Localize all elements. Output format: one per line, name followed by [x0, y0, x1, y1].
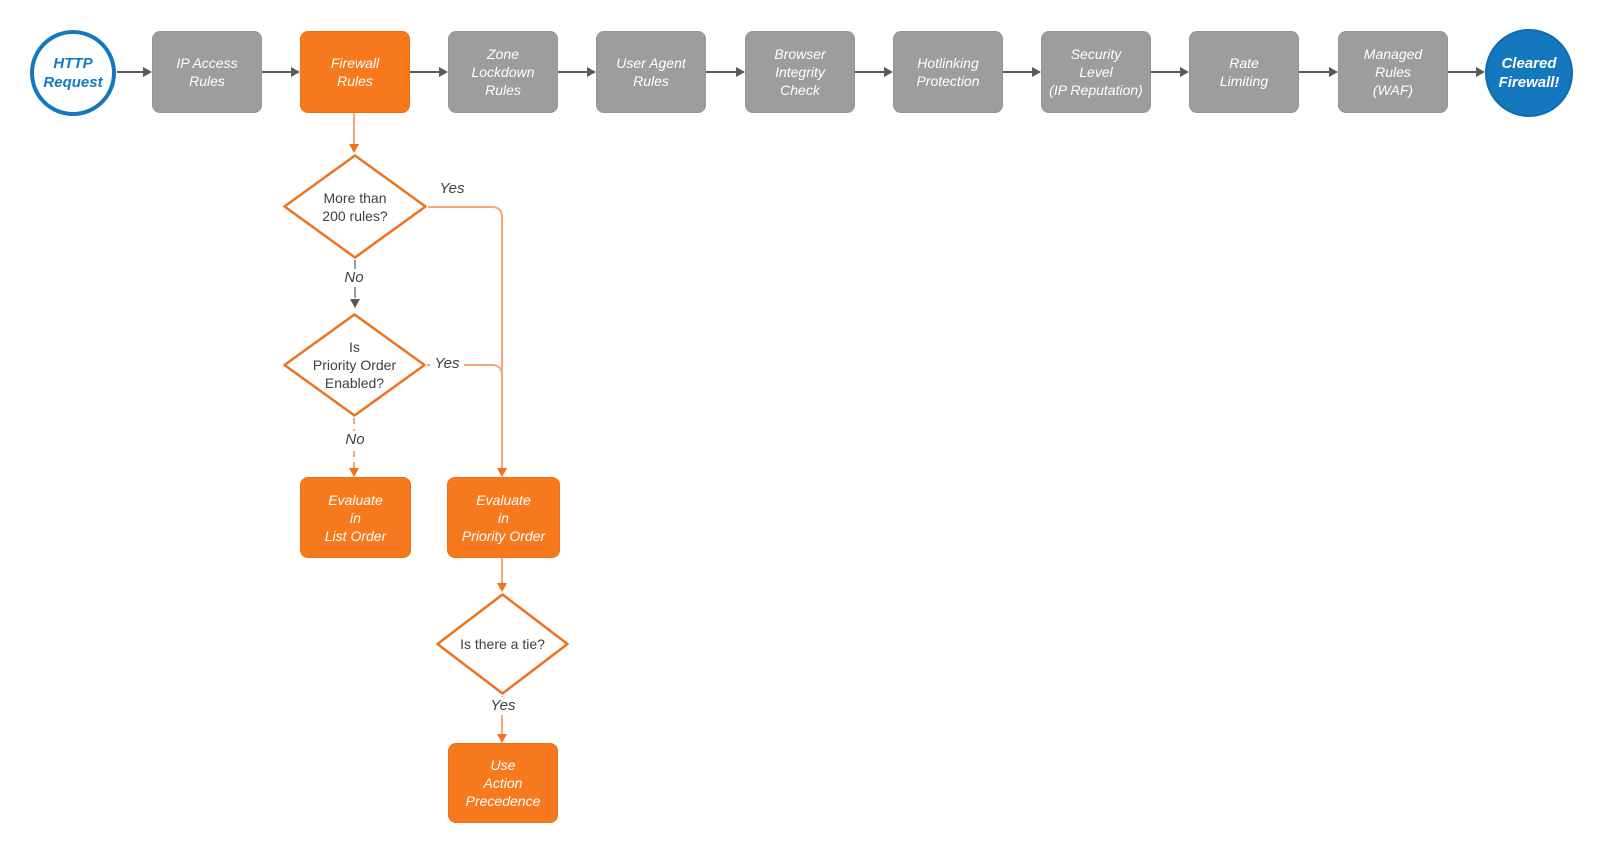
- node-evaluate-list-order-label: Evaluate in List Order: [324, 491, 387, 544]
- decision1-label: More than 200 rules?: [322, 189, 388, 224]
- node-firewall-rules-label: Firewall Rules: [330, 55, 380, 89]
- node-evaluate-priority-order: Evaluate in Priority Order: [447, 477, 560, 558]
- decision1-no-label: No: [338, 269, 370, 287]
- node-security-level-label: Security Level (IP Reputation): [1049, 46, 1143, 98]
- node-browser-integrity-check-label: Browser Integrity Check: [774, 46, 826, 98]
- decision2-label: Is Priority Order Enabled?: [312, 339, 397, 391]
- decision1-diamond: [283, 154, 427, 259]
- edge-yes-drop-to-priority: [501, 238, 503, 468]
- arrow-browser-to-hotlinking: [855, 67, 893, 77]
- node-hotlinking-protection-label: Hotlinking Protection: [916, 55, 980, 89]
- edge-priority-to-decision3: [501, 558, 503, 584]
- edge-decision3-yes: [501, 696, 503, 734]
- node-zone-lockdown-rules: Zone Lockdown Rules: [448, 31, 558, 113]
- node-ip-access-rules-label: IP Access Rules: [176, 55, 238, 89]
- arrowhead-priority-order: [497, 468, 507, 477]
- decision2-diamond: [283, 313, 426, 417]
- decision3-yes-label: Yes: [485, 697, 521, 715]
- node-user-agent-rules: User Agent Rules: [596, 31, 706, 113]
- node-hotlinking-protection: Hotlinking Protection: [893, 31, 1003, 113]
- node-evaluate-priority-order-label: Evaluate in Priority Order: [461, 491, 546, 544]
- node-http-request-label: HTTP Request: [43, 55, 103, 91]
- node-use-action-precedence: Use Action Precedence: [448, 743, 558, 823]
- node-evaluate-list-order: Evaluate in List Order: [300, 477, 411, 558]
- node-rate-limiting-label: Rate Limiting: [1219, 55, 1269, 89]
- node-use-action-precedence-label: Use Action Precedence: [465, 757, 541, 809]
- node-firewall-rules: Firewall Rules: [300, 31, 410, 113]
- edge-firewall-to-decision1: [353, 113, 355, 146]
- node-cleared-firewall: Cleared Firewall!: [1485, 29, 1573, 117]
- node-managed-rules-waf: Managed Rules (WAF): [1338, 31, 1448, 113]
- node-cleared-firewall-label: Cleared Firewall!: [1498, 55, 1560, 91]
- decision1-yes-label: Yes: [434, 180, 470, 198]
- arrow-firewall-to-zone: [410, 67, 448, 77]
- arrowhead-list-order: [349, 468, 359, 477]
- arrowhead-decision3: [497, 583, 507, 592]
- edge-decision1-yes-elbow: [428, 206, 503, 240]
- arrow-ip-access-to-firewall: [262, 67, 300, 77]
- arrow-hotlinking-to-security: [1003, 67, 1041, 77]
- node-zone-lockdown-rules-label: Zone Lockdown Rules: [471, 46, 535, 98]
- arrow-zone-to-user-agent: [558, 67, 596, 77]
- decision3-diamond: [436, 593, 569, 695]
- arrowhead-decision1: [349, 144, 359, 153]
- node-security-level: Security Level (IP Reputation): [1041, 31, 1151, 113]
- arrow-start-to-ip-access: [117, 67, 152, 77]
- arrowhead-action-precedence: [497, 734, 507, 743]
- node-managed-rules-waf-label: Managed Rules (WAF): [1363, 46, 1423, 98]
- arrow-user-agent-to-browser: [706, 67, 745, 77]
- arrowhead-decision2: [350, 299, 360, 308]
- decision2-yes-label: Yes: [430, 355, 464, 373]
- edge-decision2-yes-elbow: [427, 364, 503, 384]
- arrow-managed-to-cleared: [1448, 67, 1485, 77]
- node-http-request: HTTP Request: [30, 30, 116, 116]
- decision3-label: Is there a tie?: [460, 636, 545, 652]
- node-user-agent-rules-label: User Agent Rules: [616, 55, 686, 89]
- arrow-rate-to-managed: [1299, 67, 1338, 77]
- node-rate-limiting: Rate Limiting: [1189, 31, 1299, 113]
- node-browser-integrity-check: Browser Integrity Check: [745, 31, 855, 113]
- arrow-security-to-rate: [1151, 67, 1189, 77]
- node-ip-access-rules: IP Access Rules: [152, 31, 262, 113]
- decision2-no-label: No: [338, 431, 372, 449]
